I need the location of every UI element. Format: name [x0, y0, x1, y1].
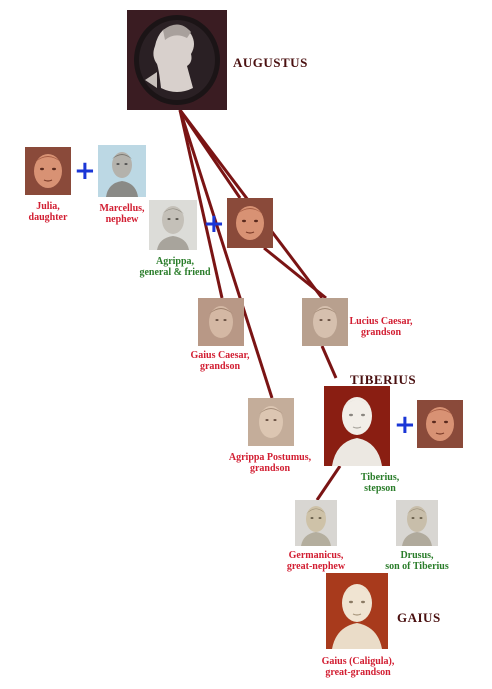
link-tiberius-germanicus	[315, 465, 342, 501]
agrippa-caption: Agrippa, general & friend	[139, 256, 211, 278]
marble-bust-icon	[324, 386, 390, 466]
marcellus-portrait	[98, 145, 146, 197]
marble-bust-icon	[396, 500, 438, 546]
agrippa-postumus-portrait	[248, 398, 294, 446]
union-plus-icon: +	[394, 410, 416, 440]
lucius-caesar-portrait	[302, 298, 348, 346]
gaius-caligula-caption: Gaius (Caligula), great-grandson	[321, 656, 395, 678]
drusus-portrait	[396, 500, 438, 546]
gaius-caligula-portrait	[326, 573, 388, 649]
marble-bust-icon	[295, 500, 337, 546]
agrippa-postumus-caption: Agrippa Postumus, grandson	[228, 452, 312, 474]
tiberius-caption: Tiberius, stepson	[360, 472, 400, 494]
union-plus-icon: +	[203, 209, 225, 239]
marble-bust-icon	[198, 298, 244, 346]
tiberius-portrait	[324, 386, 390, 466]
julia-caption: Julia, daughter	[28, 201, 68, 223]
julia-portrait	[25, 147, 71, 195]
germanicus-portrait	[295, 500, 337, 546]
link-julia-lucius-caesar	[263, 246, 327, 300]
bronze-bust-icon	[417, 400, 463, 448]
marble-bust-icon	[248, 398, 294, 446]
link-augustus-agrippa-postumus	[178, 109, 274, 399]
gaius-caesar-caption: Gaius Caesar, grandson	[190, 350, 250, 372]
link-lucius-tiberius	[320, 345, 338, 379]
gaius-title: GAIUS	[397, 610, 441, 625]
link-augustus-gaius-caesar	[178, 109, 224, 299]
julia-portrait-second	[227, 198, 273, 248]
marble-bust-icon	[149, 200, 197, 250]
germanicus-caption: Germanicus, great-nephew	[286, 550, 346, 572]
julia-portrait-third	[417, 400, 463, 448]
gaius-caesar-portrait	[198, 298, 244, 346]
marble-bust-icon	[326, 573, 388, 649]
augustus-title: AUGUSTUS	[233, 55, 308, 70]
augustus-portrait	[127, 10, 227, 110]
tiberius-title: TIBERIUS	[350, 372, 417, 387]
drusus-caption: Drusus, son of Tiberius	[385, 550, 449, 572]
marcellus-caption: Marcellus, nephew	[99, 203, 145, 225]
lucius-caesar-caption: Lucius Caesar, grandson	[349, 316, 413, 338]
bronze-bust-icon	[25, 147, 71, 195]
marble-bust-icon	[98, 145, 146, 197]
union-plus-icon: +	[74, 156, 96, 186]
bronze-bust-icon	[227, 198, 273, 248]
marble-bust-icon	[302, 298, 348, 346]
cameo-portrait-icon	[127, 10, 227, 110]
agrippa-portrait	[149, 200, 197, 250]
